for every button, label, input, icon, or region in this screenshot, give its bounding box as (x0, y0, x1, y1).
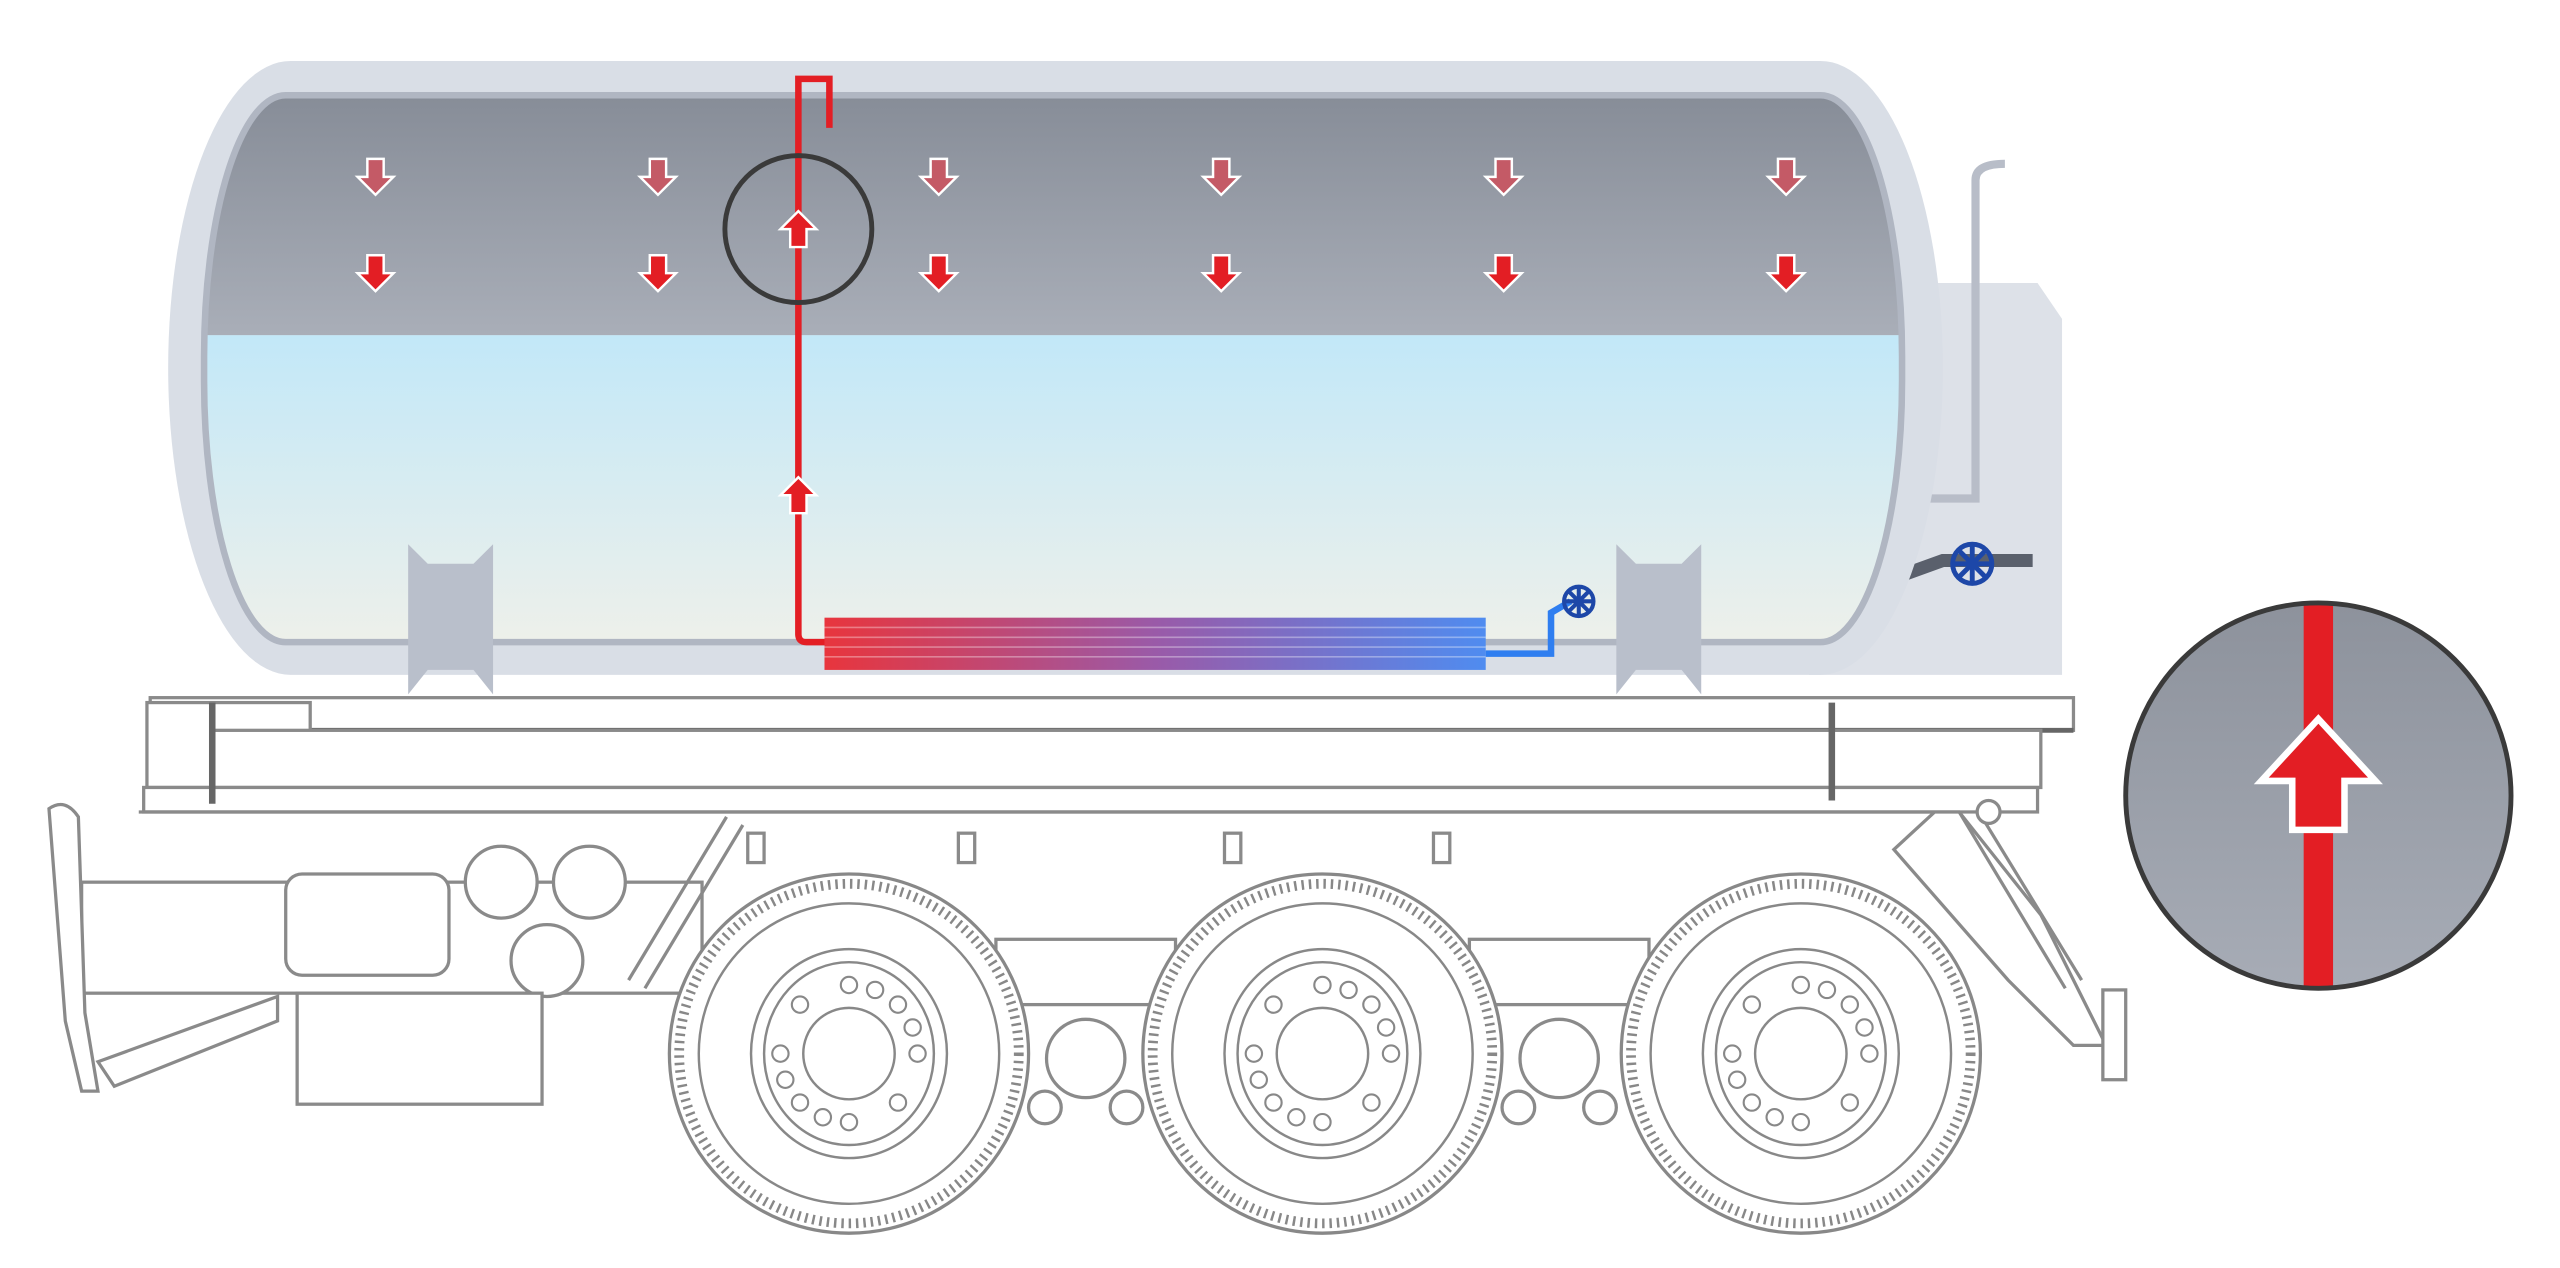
up-arrow-icon (2253, 714, 2383, 834)
wheel (1621, 874, 1980, 1233)
valve-wheel-icon (1950, 541, 1995, 586)
wheel (1143, 874, 1502, 1233)
wheel (669, 874, 1028, 1233)
tank-saddles (408, 544, 1702, 695)
heating-pipe (722, 75, 875, 646)
trailer-chassis (47, 696, 2128, 1126)
valve-wheel-icon (1562, 584, 1596, 619)
heater-coil (824, 598, 1573, 670)
callout-ring (722, 153, 875, 306)
vapor-space (204, 95, 1903, 336)
magnifier-callout-icon (2123, 600, 2514, 991)
